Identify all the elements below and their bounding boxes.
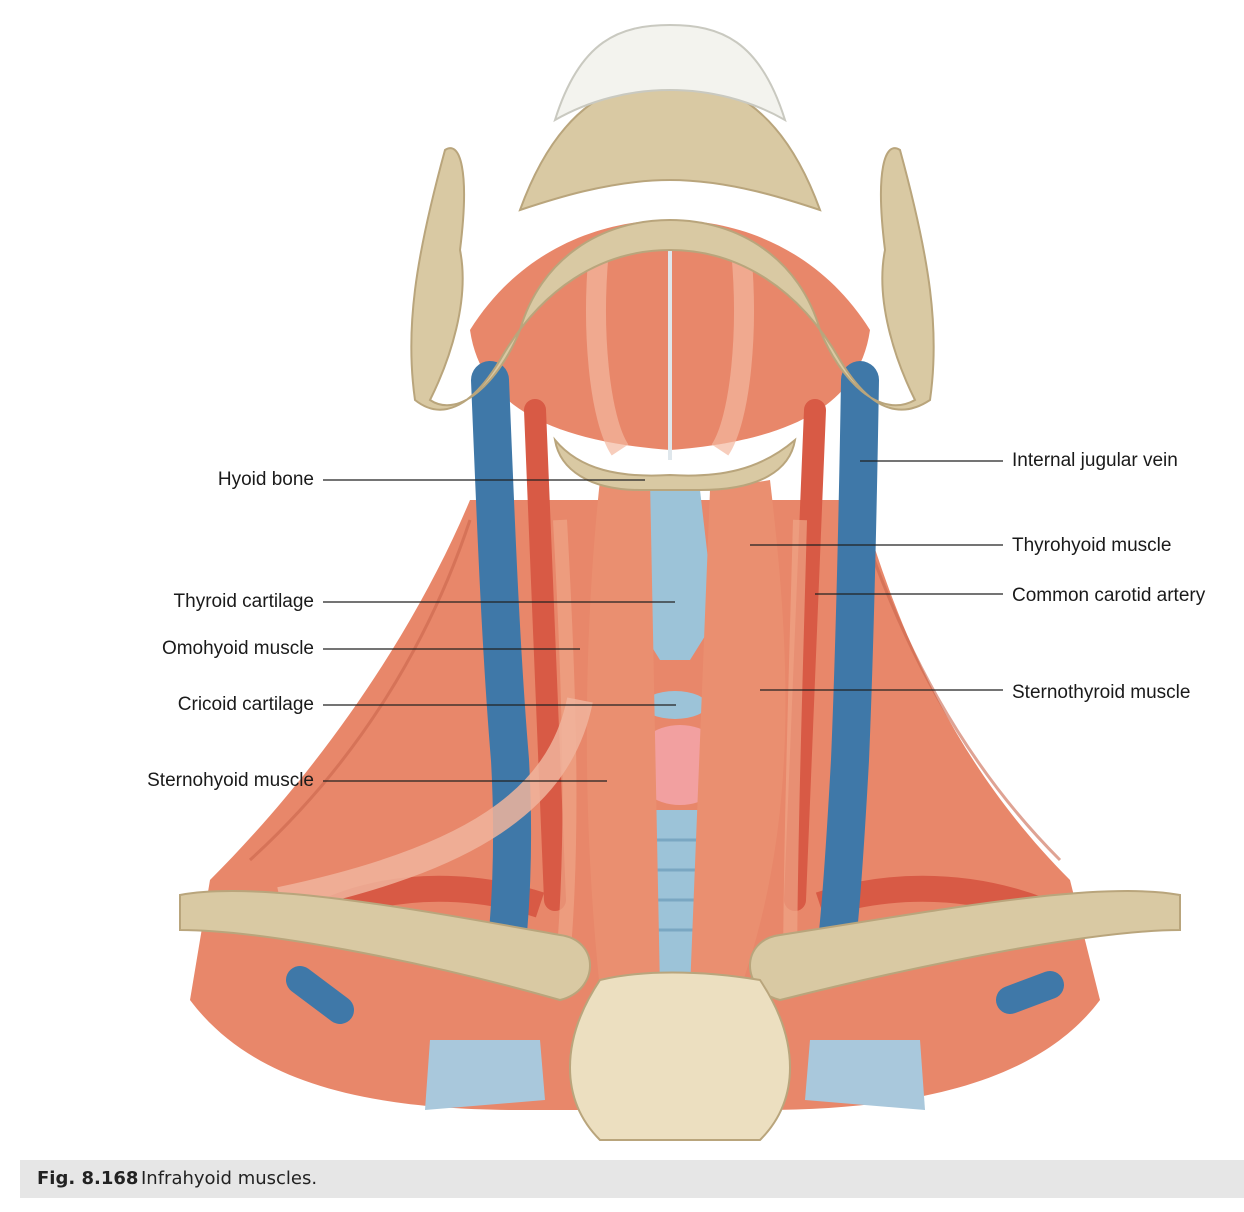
figure-number: Fig. 8.168 xyxy=(37,1168,139,1189)
hyoid-bone-shape xyxy=(553,436,797,491)
figure-caption-text: Infrahyoid muscles. xyxy=(141,1168,318,1189)
mandible xyxy=(410,23,935,411)
label-thyroid-cartilage: Thyroid cartilage xyxy=(173,591,314,612)
label-sternothyroid-muscle: Sternothyroid muscle xyxy=(1012,682,1191,703)
costal-cartilage-right xyxy=(805,1040,925,1110)
label-hyoid-bone: Hyoid bone xyxy=(217,469,314,490)
internal-jugular-veins xyxy=(286,361,1064,1024)
costal-cartilage-left xyxy=(425,1040,545,1110)
label-cricoid-cartilage: Cricoid cartilage xyxy=(177,694,314,715)
label-common-carotid-artery: Common carotid artery xyxy=(1012,585,1206,606)
leader-lines xyxy=(323,460,1003,782)
figure-caption: Fig. 8.168 Infrahyoid muscles. xyxy=(20,1160,1244,1198)
label-sternohyoid-muscle: Sternohyoid muscle xyxy=(147,770,314,791)
clavicles-sternum xyxy=(179,889,1181,1141)
label-thyrohyoid-muscle: Thyrohyoid muscle xyxy=(1012,535,1172,556)
label-omohyoid-muscle: Omohyoid muscle xyxy=(161,638,314,659)
label-internal-jugular-vein: Internal jugular vein xyxy=(1012,450,1178,471)
teeth xyxy=(553,23,787,123)
